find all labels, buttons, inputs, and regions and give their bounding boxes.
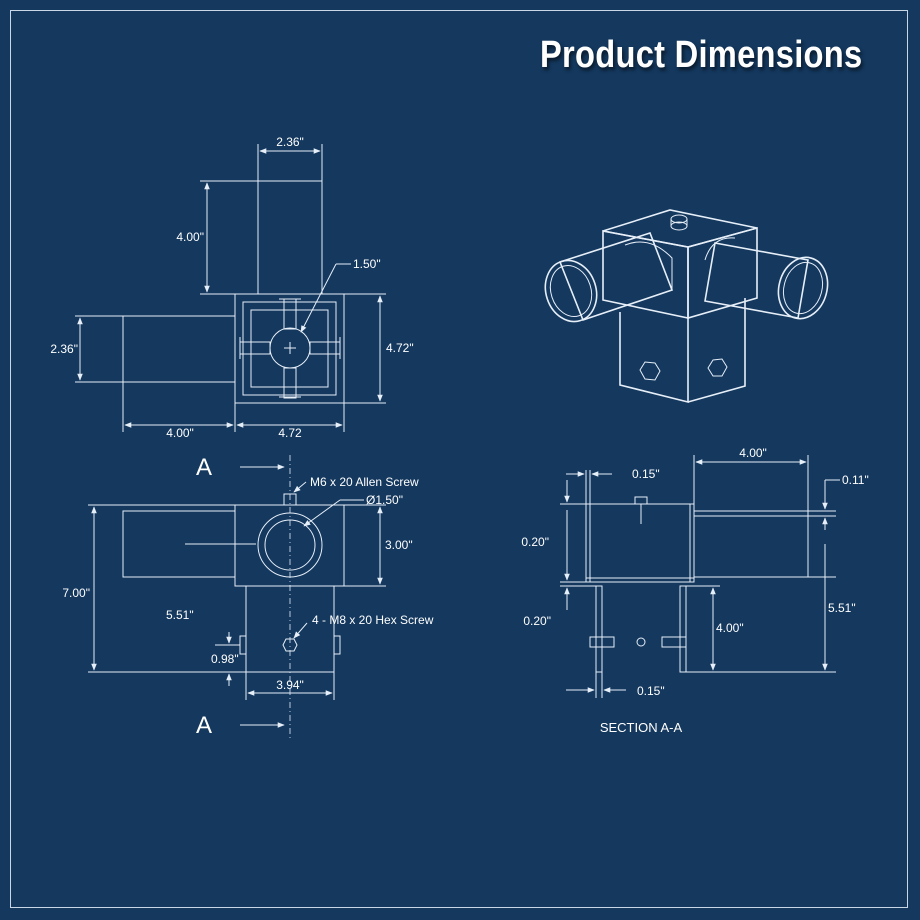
front-view: A A M6 x 20 Allen Screw Ø1.50": [62, 454, 434, 740]
dim-arm-wall: 0.11": [842, 473, 869, 487]
iso-base-left: [619, 312, 689, 404]
dim-base-height: 4.00": [716, 621, 744, 635]
section-body: [585, 503, 695, 583]
left-arm-outline: [122, 315, 236, 383]
dim-base-width: 3.94": [276, 678, 304, 692]
section-mark-top: A: [196, 454, 212, 481]
iso-left-tube-end: [544, 259, 598, 323]
front-bore-inner: [264, 519, 316, 571]
iso-right-tube-end: [777, 256, 829, 320]
dim-section-arm-length: 4.00": [739, 446, 767, 460]
label-front-bore: Ø1.50": [366, 493, 403, 507]
dim-top-gap: 0.20": [521, 535, 549, 549]
section-mark-bottom: A: [196, 712, 212, 739]
dim-body-width: 4.72: [278, 426, 302, 440]
iso-hex-screw-right: [707, 358, 728, 377]
dim-screw-offset: 0.98": [211, 652, 239, 666]
dim-top-bore: 1.50": [353, 257, 381, 271]
front-block: [234, 504, 345, 587]
dim-wall-bottom: 0.15": [637, 684, 665, 698]
body-inner: [242, 301, 337, 396]
front-hex-screw: [282, 638, 298, 652]
dim-arm-to-base: 5.51": [166, 608, 194, 622]
dim-block-height: 3.00": [385, 538, 413, 552]
dim-middle-gap: 0.20": [523, 614, 551, 628]
label-hex-screw: 4 - M8 x 20 Hex Screw: [312, 613, 434, 627]
dim-left-arm-length: 4.00": [166, 426, 194, 440]
iso-base-right: [687, 298, 746, 403]
front-bore-outer: [257, 512, 323, 578]
screw-west: [239, 341, 271, 355]
front-allen-screw: [283, 493, 297, 506]
top-view: 2.36" 4.00" 1.50" 2.36" 4.72": [50, 135, 413, 440]
screw-south: [283, 367, 297, 399]
dim-wall-top: 0.15": [632, 467, 660, 481]
dim-top-arm-width: 2.36": [276, 135, 304, 149]
section-leg-right: [679, 585, 687, 673]
isometric-view: [544, 209, 829, 404]
label-allen-screw: M6 x 20 Allen Screw: [310, 475, 419, 489]
iso-left-tube: [558, 232, 674, 322]
front-base: [245, 585, 335, 673]
iso-hex-screw-left: [639, 361, 661, 381]
dim-top-arm-length: 4.00": [176, 230, 204, 244]
sheet-border: [10, 10, 908, 908]
page-title: Product Dimensions: [540, 34, 863, 76]
iso-cube-right: [687, 226, 758, 320]
section-arm: [693, 510, 809, 578]
section-view: 0.15" 4.00" 0.11" 0.20" 0.20": [521, 446, 868, 735]
dim-body-height: 4.72": [386, 341, 414, 355]
dim-arm-height: 5.51": [828, 601, 856, 615]
dim-left-arm-width: 2.36": [50, 342, 78, 356]
section-leg-left: [595, 585, 603, 673]
body-outer: [234, 293, 345, 404]
dim-overall-height: 7.00": [62, 586, 90, 600]
screw-north: [283, 298, 297, 330]
body-bore-frame: [250, 309, 329, 388]
section-label: SECTION A-A: [600, 720, 683, 735]
top-arm-outline: [257, 180, 323, 295]
